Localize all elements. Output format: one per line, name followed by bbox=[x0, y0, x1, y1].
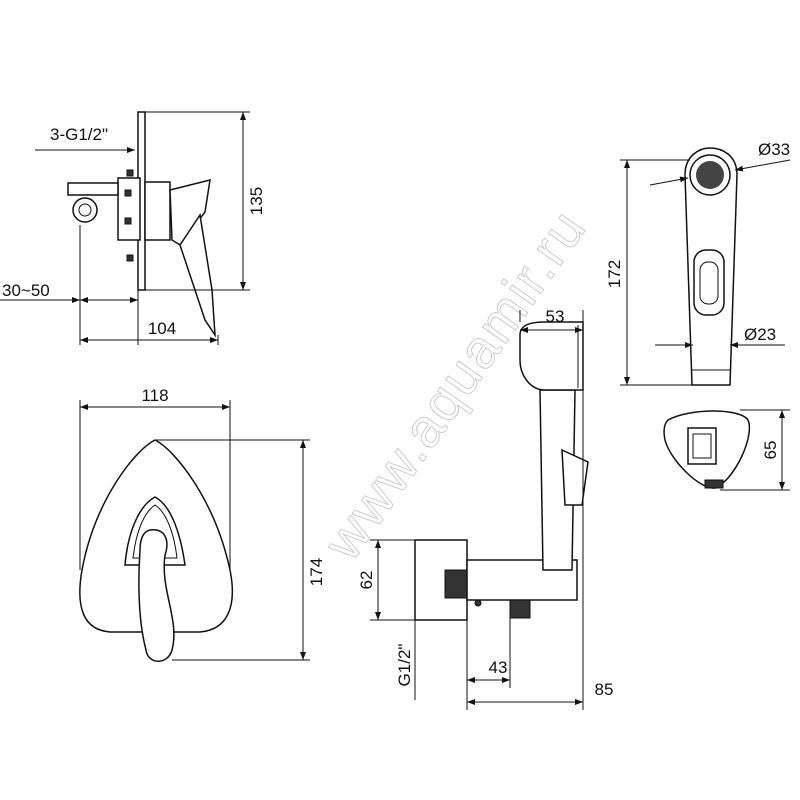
dim-side-height: 135 bbox=[247, 187, 266, 215]
mixer-side-view bbox=[67, 111, 216, 338]
mixer-front-plate bbox=[79, 439, 234, 662]
sprayer-holder-side-view bbox=[414, 321, 589, 621]
holder-top-view bbox=[663, 410, 751, 489]
sprayer-dimensions: 53 62 G1/2" 43 85 bbox=[357, 307, 613, 710]
dim-sprayer-head-depth: 53 bbox=[546, 307, 565, 326]
dim-side-depth: 104 bbox=[148, 319, 176, 338]
sprayer-front-view bbox=[684, 147, 738, 386]
dim-inlet-thread: 3-G1/2" bbox=[50, 125, 108, 144]
dim-plate-width: 118 bbox=[141, 386, 168, 405]
dim-sprayer-body-diameter: Ø23 bbox=[744, 325, 776, 344]
dim-wall-depth: 30~50 bbox=[2, 281, 50, 300]
sprayer-front-dimensions: 172 Ø33 Ø23 bbox=[605, 140, 790, 386]
dim-outlet-offset: 43 bbox=[489, 658, 508, 677]
dim-plate-height: 174 bbox=[307, 558, 326, 586]
dim-holder-thread: G1/2" bbox=[395, 644, 414, 687]
dim-sprayer-head-diameter: Ø33 bbox=[758, 140, 790, 159]
side-view-dimensions: 135 3-G1/2" 30~50 104 bbox=[0, 111, 266, 345]
holder-top-dimensions: 65 bbox=[720, 409, 790, 491]
dim-sprayer-length: 172 bbox=[605, 260, 624, 288]
front-view-dimensions: 118 174 bbox=[79, 386, 326, 661]
dim-holder-depth: 85 bbox=[595, 680, 614, 699]
dim-holder-height: 62 bbox=[357, 571, 376, 590]
dim-holder-size: 65 bbox=[761, 441, 780, 460]
